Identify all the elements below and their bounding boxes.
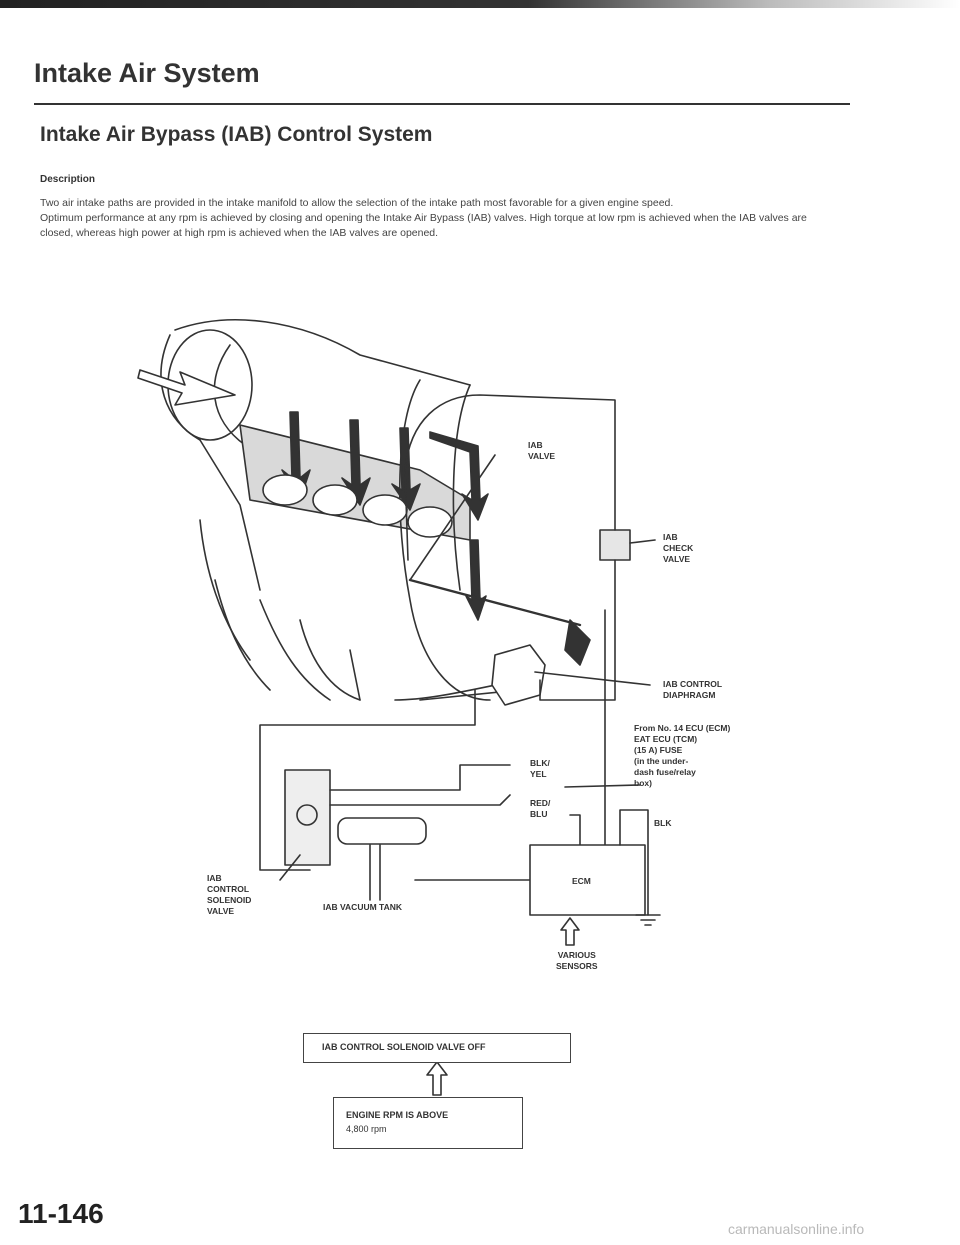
label-wire-blk-yel: BLK/ YEL — [530, 758, 550, 779]
iab-solenoid-drawing — [284, 769, 331, 866]
description-heading: Description — [40, 174, 96, 185]
iab-valve-shaft — [408, 578, 582, 627]
port-swirl-icons — [262, 474, 453, 538]
flowchart-state-text: IAB CONTROL SOLENOID VALVE OFF — [322, 1042, 486, 1052]
description-paragraph-1: Two air intake paths are provided in the… — [40, 197, 674, 209]
description-body: Two air intake paths are provided in the… — [40, 196, 840, 241]
sensor-input-arrow-icon — [560, 917, 580, 946]
iab-check-valve-drawing — [599, 529, 631, 561]
iab-control-diaphragm-drawing — [491, 644, 546, 706]
top-scan-border — [0, 0, 960, 8]
iab-vacuum-tank-drawing — [337, 817, 427, 845]
flowchart-state-box: IAB CONTROL SOLENOID VALVE OFF — [303, 1033, 571, 1063]
label-various-sensors: VARIOUS SENSORS — [556, 950, 598, 971]
flowchart-up-arrow-icon — [426, 1061, 448, 1096]
flowchart-condition-line-1: ENGINE RPM IS ABOVE — [346, 1110, 449, 1120]
label-iab-check-valve: IAB CHECK VALVE — [663, 532, 694, 564]
title-rule — [34, 103, 850, 105]
label-wire-red-blu: RED/ BLU — [530, 798, 551, 819]
page-title: Intake Air System — [34, 58, 260, 88]
label-fuse-source: From No. 14 ECU (ECM) EAT ECU (TCM) (15 … — [634, 723, 731, 788]
flowchart-condition-line-2: 4,800 rpm — [346, 1124, 387, 1134]
label-ecm: ECM — [572, 876, 591, 886]
description-paragraph-2: Optimum performance at any rpm is achiev… — [40, 212, 807, 239]
label-iab-vacuum-tank: IAB VACUUM TANK — [323, 902, 403, 912]
label-iab-control-diaphragm: IAB CONTROL DIAPHRAGM — [663, 679, 723, 700]
ecm-box — [529, 844, 646, 916]
label-wire-blk: BLK — [654, 818, 672, 828]
intake-arrow-icon — [137, 369, 236, 406]
flowchart-condition-box: ENGINE RPM IS ABOVE 4,800 rpm — [333, 1097, 523, 1149]
label-iab-valve: IAB VALVE — [528, 440, 556, 461]
label-iab-solenoid-valve: IAB CONTROL SOLENOID VALVE — [207, 873, 252, 916]
page-number: 11-146 — [18, 1198, 104, 1229]
section-title: Intake Air Bypass (IAB) Control System — [40, 123, 433, 146]
watermark: carmanualsonline.info — [728, 1221, 865, 1237]
